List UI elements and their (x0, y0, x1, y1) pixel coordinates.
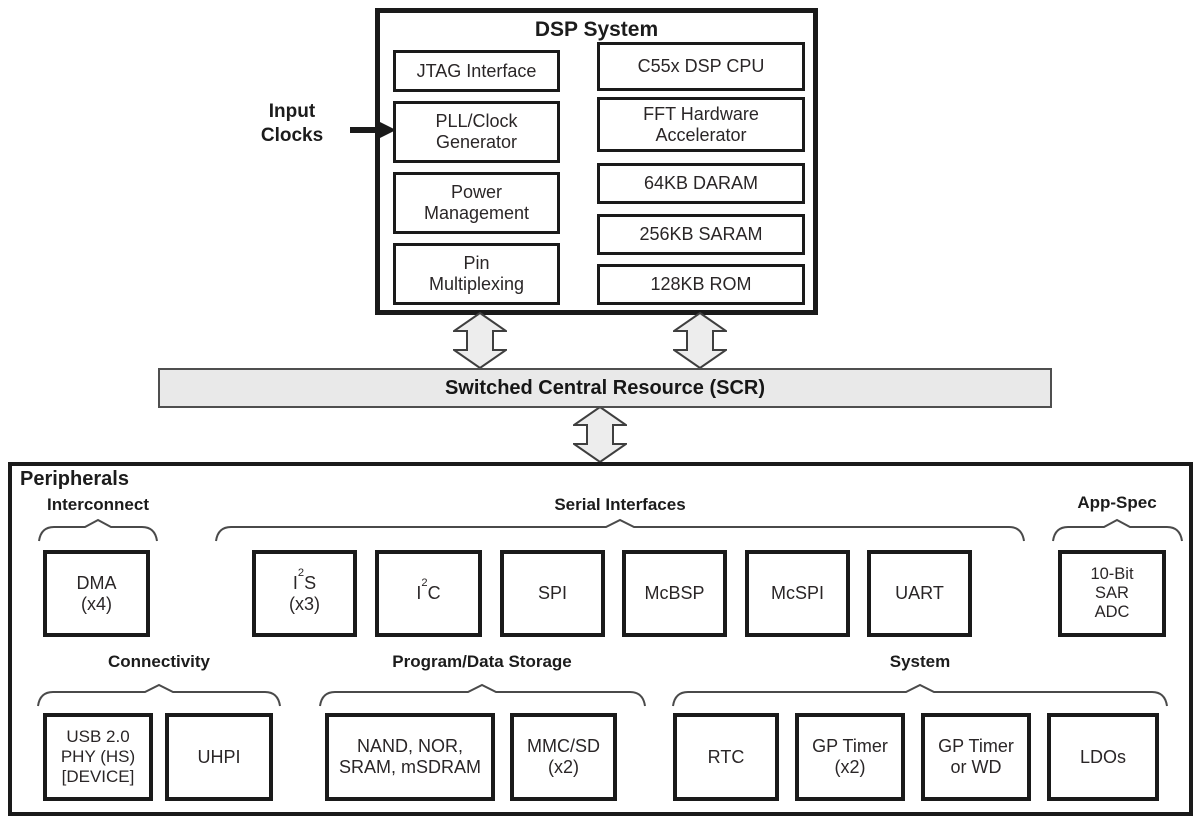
block-128kb-rom: 128KB ROM (597, 264, 805, 305)
i2c-label: I2C (416, 577, 441, 604)
block-jtag-interface: JTAG Interface (393, 50, 560, 92)
scr-bar: Switched Central Resource (SCR) (158, 368, 1052, 408)
block-dma: DMA (x4) (43, 550, 150, 637)
connectivity-brace-icon (37, 683, 281, 707)
i2s-label: I2S (292, 567, 317, 593)
block-256kb-saram: 256KB SARAM (597, 214, 805, 255)
block-c55x-dsp-cpu: C55x DSP CPU (597, 42, 805, 91)
block-pll-clock-generator: PLL/Clock Generator (393, 101, 560, 163)
block-rtc: RTC (673, 713, 779, 801)
connectivity-label: Connectivity (107, 652, 211, 671)
block-uart: UART (867, 550, 972, 637)
dsp-system-box: DSP System JTAG Interface PLL/Clock Gene… (375, 8, 818, 315)
program-data-storage-label: Program/Data Storage (392, 652, 572, 671)
app-spec-brace-icon (1052, 518, 1183, 542)
block-mcspi: McSPI (745, 550, 850, 637)
block-10bit-sar-adc: 10-Bit SAR ADC (1058, 550, 1166, 637)
interconnect-label: Interconnect (46, 495, 150, 514)
block-mmc-sd: MMC/SD (x2) (510, 713, 617, 801)
bus-arrow-scr-peripherals-icon (573, 406, 627, 463)
block-nand-nor-sram-msdram: NAND, NOR, SRAM, mSDRAM (325, 713, 495, 801)
block-usb-phy: USB 2.0 PHY (HS) [DEVICE] (43, 713, 153, 801)
dsp-system-title: DSP System (534, 18, 659, 41)
program-data-storage-brace-icon (319, 683, 646, 707)
serial-interfaces-brace-icon (215, 518, 1025, 542)
block-ldos: LDOs (1047, 713, 1159, 801)
block-i2c: I2C (375, 550, 482, 637)
input-clocks-label: Input Clocks (260, 101, 324, 146)
block-power-management: Power Management (393, 172, 560, 234)
bus-arrow-dsp-scr-right-icon (673, 312, 727, 369)
block-uhpi: UHPI (165, 713, 273, 801)
block-i2s: I2S(x3) (252, 550, 357, 637)
peripherals-box: Peripherals Interconnect Serial Interfac… (8, 462, 1193, 816)
block-64kb-daram: 64KB DARAM (597, 163, 805, 204)
system-label: System (889, 652, 951, 671)
block-fft-hardware-accelerator: FFT Hardware Accelerator (597, 97, 805, 152)
block-mcbsp: McBSP (622, 550, 727, 637)
input-clocks-arrow-icon (350, 121, 396, 139)
app-spec-label: App-Spec (1077, 493, 1157, 512)
peripherals-title: Peripherals (20, 468, 129, 490)
block-spi: SPI (500, 550, 605, 637)
system-brace-icon (672, 683, 1168, 707)
serial-interfaces-label: Serial Interfaces (554, 495, 686, 514)
block-gp-timer-x2: GP Timer (x2) (795, 713, 905, 801)
bus-arrow-dsp-scr-left-icon (453, 312, 507, 369)
block-pin-multiplexing: Pin Multiplexing (393, 243, 560, 305)
block-gp-timer-or-wd: GP Timer or WD (921, 713, 1031, 801)
interconnect-brace-icon (38, 518, 158, 542)
